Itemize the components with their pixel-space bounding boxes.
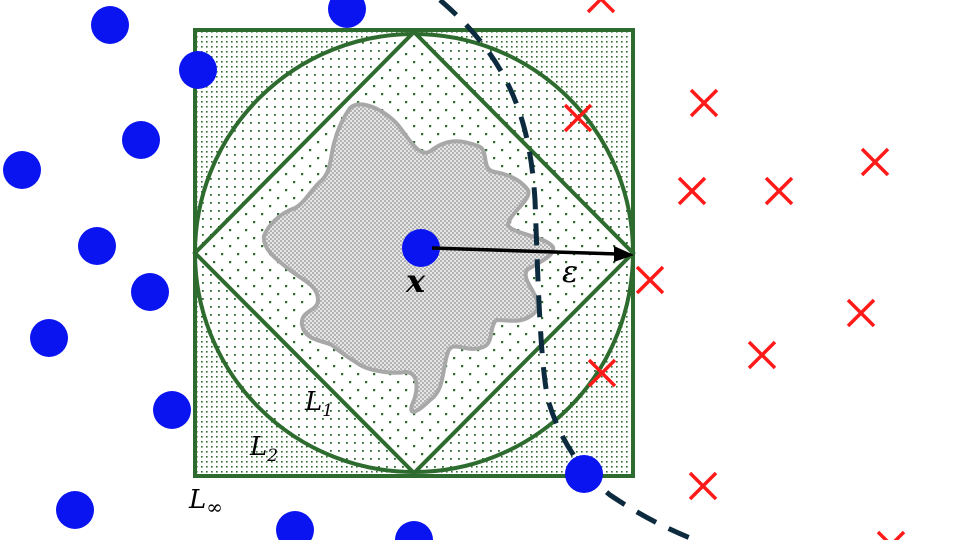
blue-point (328, 0, 366, 28)
red-point (846, 298, 876, 328)
red-point (587, 358, 617, 388)
red-point (689, 88, 719, 118)
blue-point (276, 511, 314, 540)
blue-class-points (3, 0, 603, 540)
red-point (747, 340, 777, 370)
blue-point (131, 273, 169, 311)
red-point (563, 103, 593, 133)
red-point (635, 265, 665, 295)
blue-point (3, 151, 41, 189)
linf-subscript: ∞ (206, 495, 223, 519)
blue-point (153, 391, 191, 429)
red-point (876, 530, 906, 540)
red-point (764, 176, 794, 206)
red-point (688, 471, 718, 501)
center-point (402, 229, 440, 267)
decision-boundary (438, 0, 696, 540)
blue-point (56, 491, 94, 529)
linf-label: L∞ (188, 485, 223, 519)
blue-point (30, 319, 68, 357)
red-point (860, 147, 890, 177)
blue-point (565, 455, 603, 493)
blue-point (122, 121, 160, 159)
blue-point (395, 521, 433, 540)
l2-subscript: 2 (266, 446, 278, 466)
red-point (677, 176, 707, 206)
blue-point (179, 51, 217, 89)
epsilon-arrow (431, 246, 634, 262)
center-label: x (405, 262, 426, 300)
l1-subscript: 1 (322, 401, 333, 421)
blue-point (78, 227, 116, 265)
red-point (586, 0, 616, 14)
blue-point (91, 6, 129, 44)
epsilon-label: ε (562, 255, 578, 290)
l2-label: L2 (249, 432, 278, 466)
l1-label: L1 (304, 387, 333, 421)
red-class-points (563, 0, 906, 540)
